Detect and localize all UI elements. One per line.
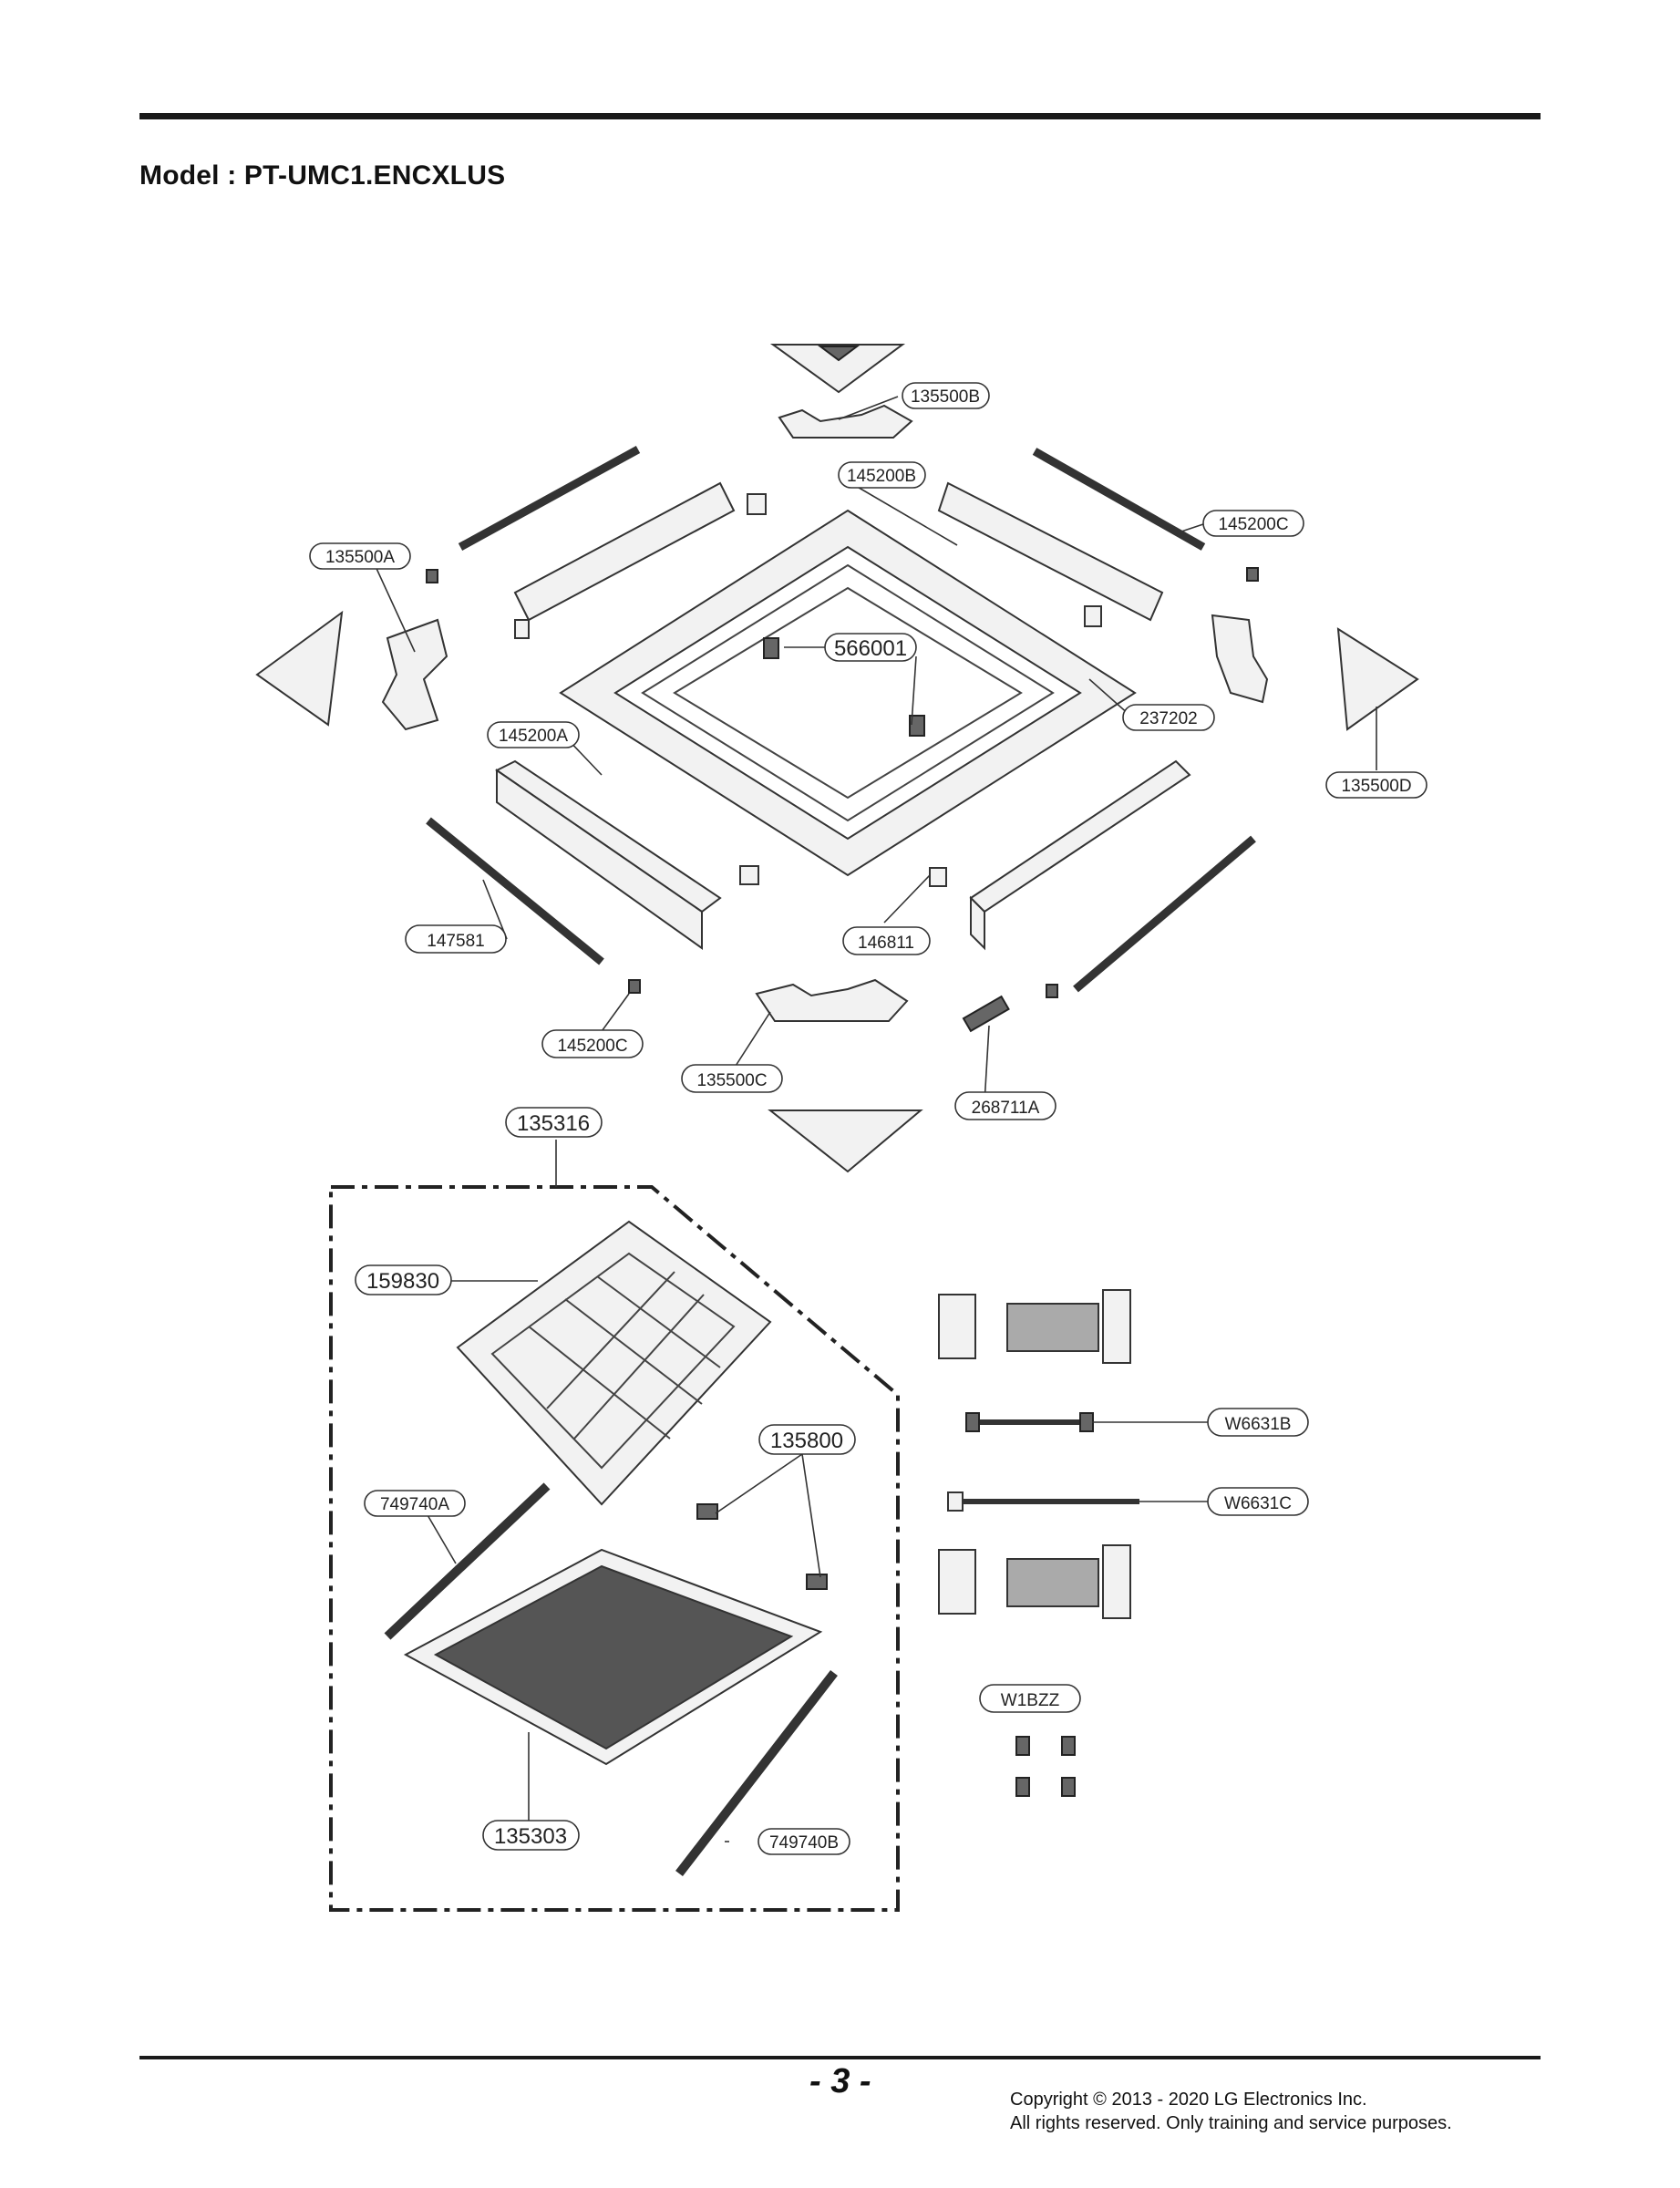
svg-text:W6631C: W6631C <box>1224 1494 1292 1513</box>
label-145200C-bottom: 145200C <box>541 1029 644 1058</box>
svg-text:159830: 159830 <box>366 1269 439 1294</box>
copyright-line-1: Copyright © 2013 - 2020 LG Electronics I… <box>1010 2090 1367 2110</box>
label-135316: 135316 <box>505 1107 603 1138</box>
svg-text:135800: 135800 <box>770 1429 843 1453</box>
harness-w6631b <box>965 1412 1094 1432</box>
corner-cap-bottom <box>768 1109 923 1173</box>
louver-housing-bottom-right <box>969 759 1191 951</box>
label-237202: 237202 <box>1122 704 1215 731</box>
page-number: - 3 - <box>809 2062 871 2100</box>
pre-filter <box>456 1220 772 1506</box>
louver-housing-top-left <box>513 481 736 639</box>
copyright-notice: Copyright © 2013 - 2020 LG Electronics I… <box>1010 2088 1452 2135</box>
svg-text:135303: 135303 <box>494 1824 567 1849</box>
label-W6631B: W6631B <box>1207 1408 1309 1437</box>
bracket-left <box>381 618 448 731</box>
svg-text:W1BZZ: W1BZZ <box>1001 1691 1060 1710</box>
harness-1 <box>938 1289 1131 1364</box>
grille-hinge-right <box>675 1669 838 1877</box>
label-145200C-top: 145200C <box>1202 510 1304 537</box>
svg-text:749740A: 749740A <box>380 1495 449 1514</box>
svg-text:135316: 135316 <box>517 1111 590 1136</box>
small-parts <box>426 493 1259 1033</box>
svg-text:237202: 237202 <box>1139 709 1197 728</box>
svg-text:145200C: 145200C <box>1218 515 1288 534</box>
label-135800: 135800 <box>758 1424 856 1455</box>
corner-cap-left <box>255 610 344 727</box>
svg-text:147581: 147581 <box>427 932 484 951</box>
bracket-bottom <box>755 978 909 1022</box>
label-135500D: 135500D <box>1325 771 1427 799</box>
vane-bottom-right <box>1073 835 1256 993</box>
vane-top-left <box>458 446 641 551</box>
svg-text:135500B: 135500B <box>911 387 980 407</box>
bracket-right <box>1211 614 1269 704</box>
label-135500B: 135500B <box>902 382 990 409</box>
svg-text:135500C: 135500C <box>696 1071 767 1090</box>
label-146811: 146811 <box>842 926 931 955</box>
filter-clips <box>696 1503 828 1590</box>
label-749740A: 749740A <box>364 1490 466 1517</box>
svg-text:135500D: 135500D <box>1341 777 1411 796</box>
label-135500A: 135500A <box>309 542 411 570</box>
label-135303: 135303 <box>482 1820 580 1851</box>
label-147581: 147581 <box>405 924 507 954</box>
footer-rule <box>139 2056 1541 2059</box>
label-145200A: 145200A <box>487 721 580 748</box>
label-145200B: 145200B <box>838 461 926 489</box>
label-135500C: 135500C <box>681 1064 783 1093</box>
svg-text:146811: 146811 <box>858 934 914 953</box>
svg-text:135500A: 135500A <box>325 548 395 567</box>
grille-hinge-left <box>384 1482 551 1640</box>
svg-text:145200A: 145200A <box>499 727 568 746</box>
svg-text:268711A: 268711A <box>972 1099 1040 1118</box>
label-W6631C: W6631C <box>1207 1487 1309 1516</box>
svg-text:749740B: 749740B <box>769 1833 839 1853</box>
model-title: Model : PT-UMC1.ENCXLUS <box>139 160 506 191</box>
louver-housing-bottom-left <box>495 759 722 950</box>
harness-2 <box>938 1544 1131 1619</box>
svg-text:566001: 566001 <box>834 636 907 661</box>
harness-w6631c <box>947 1491 1139 1512</box>
label-268711A: 268711A <box>954 1091 1056 1120</box>
filter-kit-outline <box>329 1185 900 1912</box>
label-159830: 159830 <box>355 1264 452 1295</box>
louver-housing-top-right <box>937 481 1164 622</box>
label-749740B: 749740B <box>758 1828 850 1855</box>
svg-text:145200C: 145200C <box>557 1037 627 1056</box>
screws <box>1015 1736 1076 1797</box>
vane-bottom-left <box>426 817 604 965</box>
svg-text:W6631B: W6631B <box>1225 1415 1292 1434</box>
corner-cap-right <box>1336 627 1419 731</box>
bracket-top <box>778 404 913 439</box>
label-W1BZZ: W1BZZ <box>979 1684 1081 1713</box>
inlet-grille <box>403 1548 823 1766</box>
panel-frame <box>559 509 1137 877</box>
label-566001: 566001 <box>824 633 917 662</box>
vane-top-right <box>1032 448 1206 551</box>
header-rule <box>139 113 1541 119</box>
svg-text:145200B: 145200B <box>847 467 916 486</box>
copyright-line-2: All rights reserved. Only training and s… <box>1010 2113 1452 2133</box>
corner-cap-top <box>769 344 906 394</box>
